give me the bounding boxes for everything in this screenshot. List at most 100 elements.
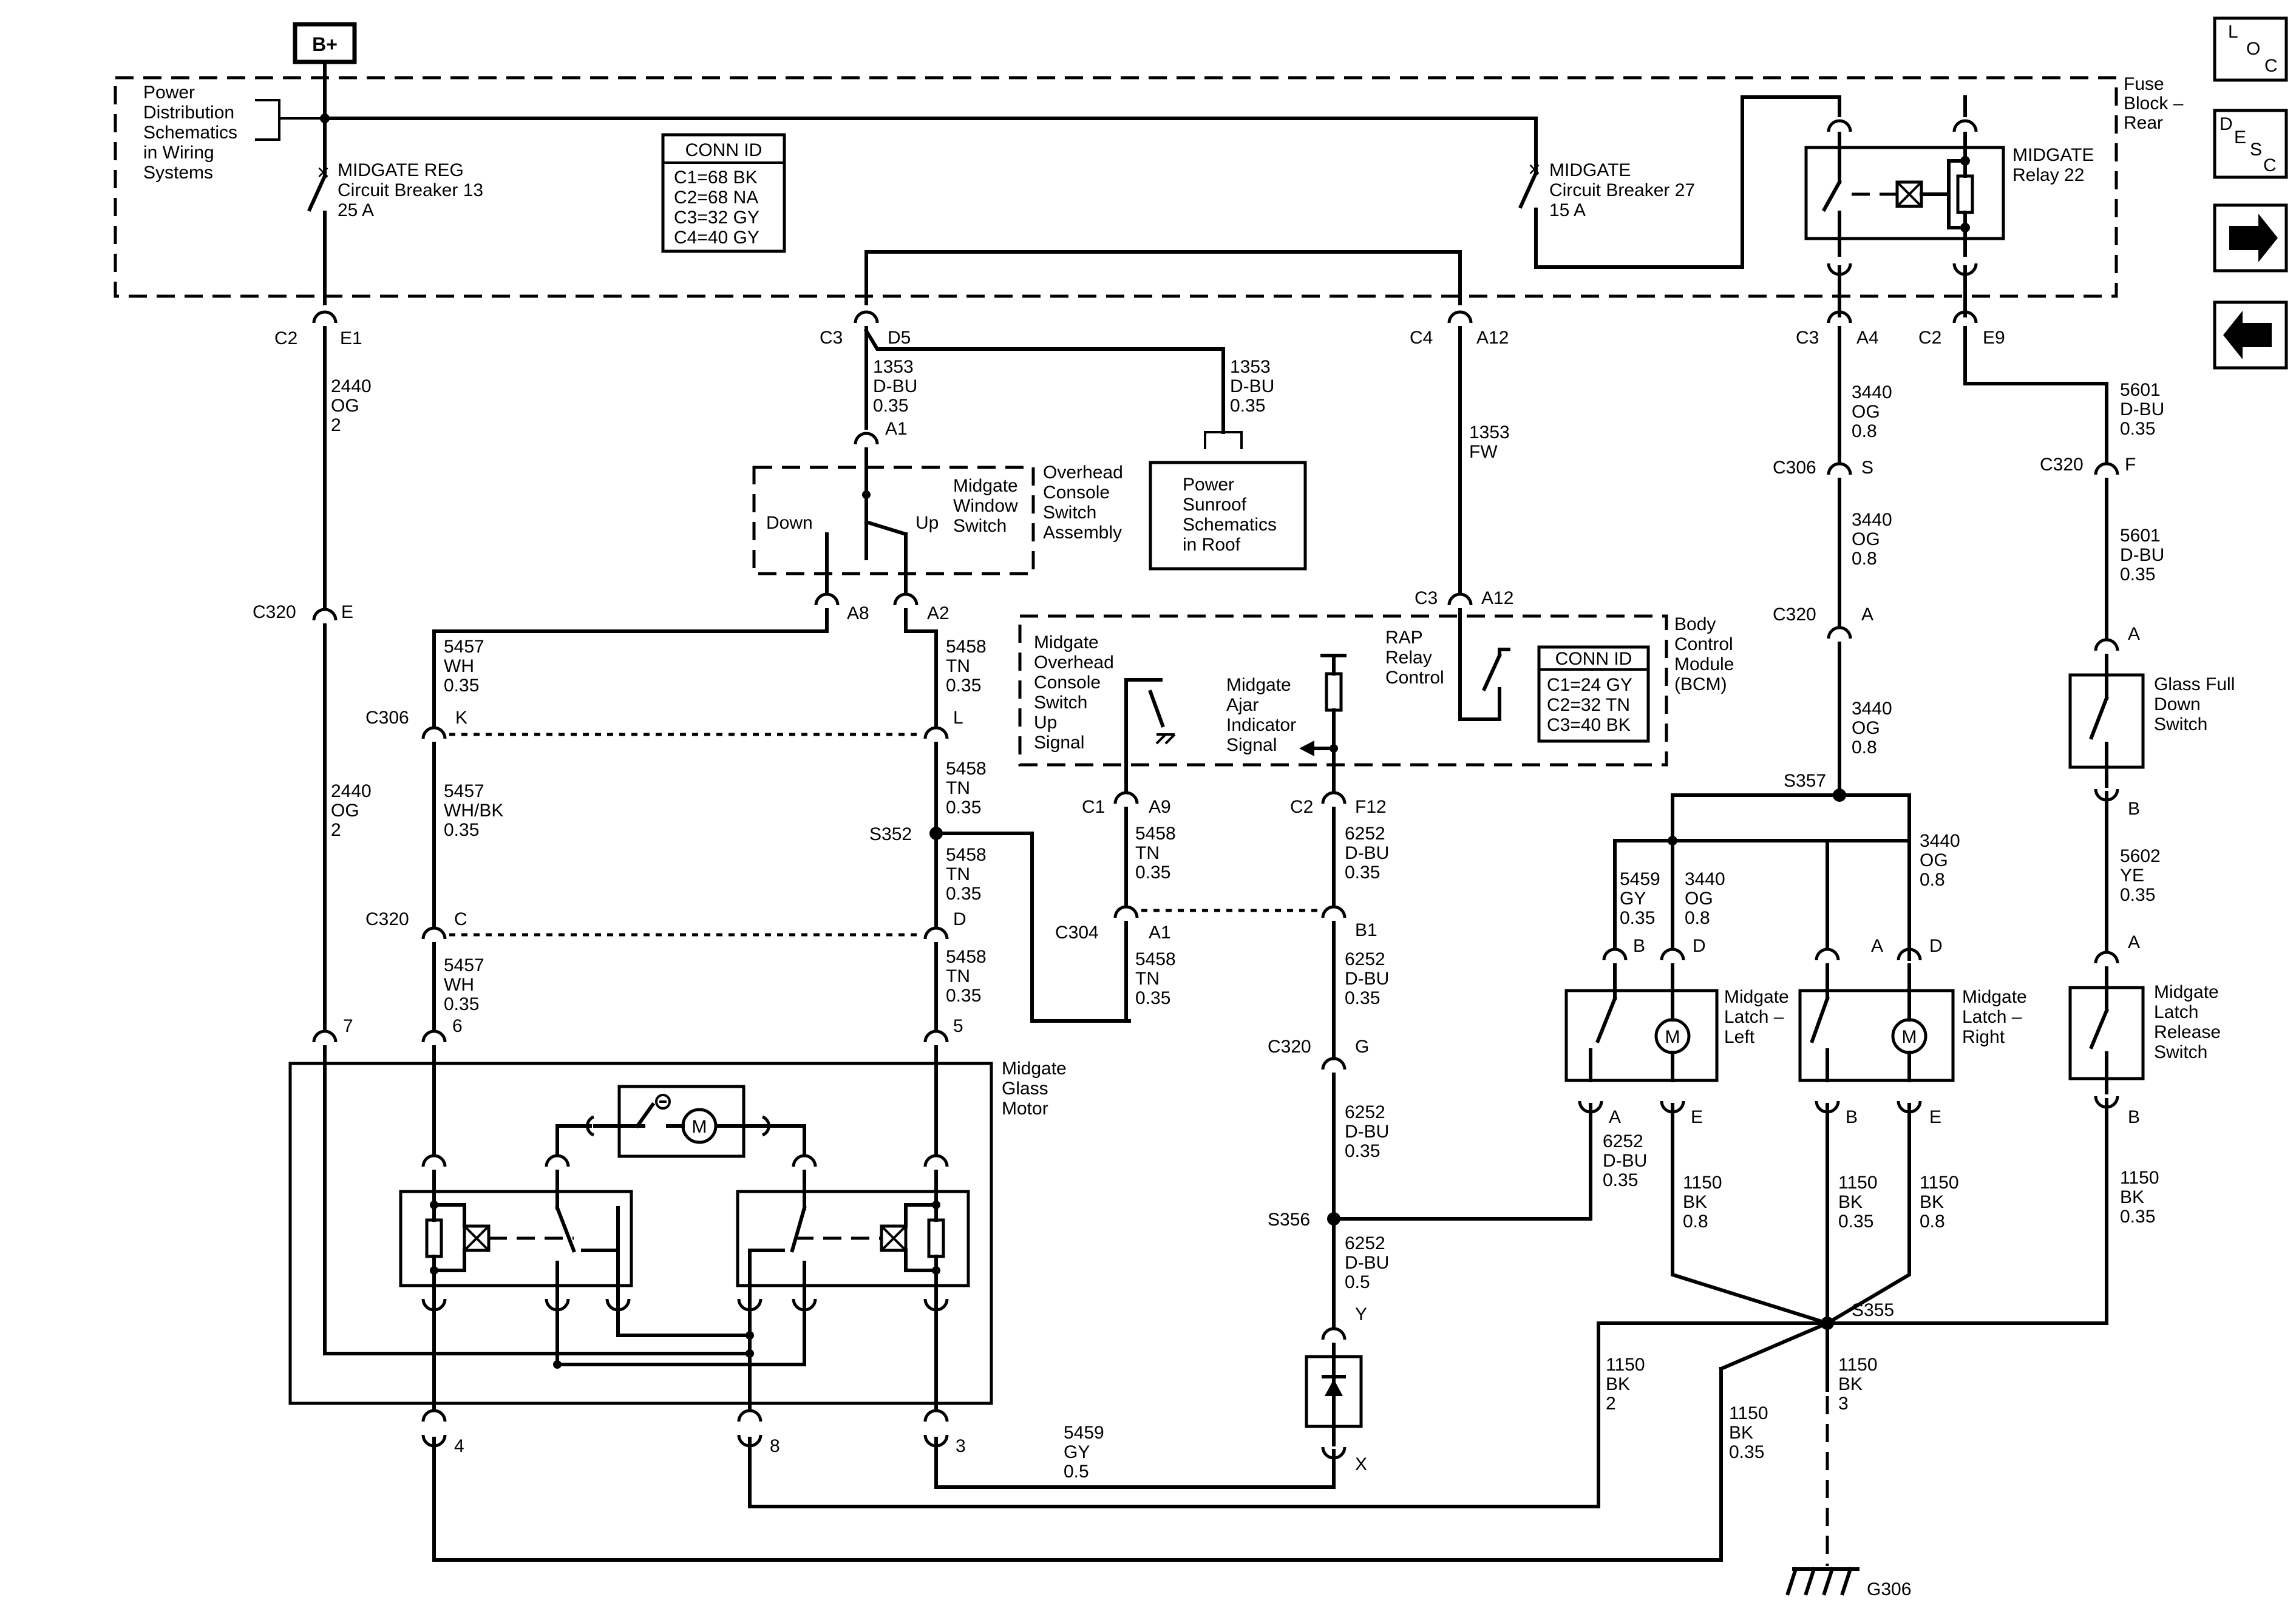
- svg-text:L: L: [953, 708, 963, 728]
- svg-text:D: D: [953, 909, 966, 929]
- svg-text:C3: C3: [1796, 328, 1819, 348]
- svg-text:Midgate Ajar Indic: Midgate Ajar Indicator Signal: [1226, 675, 1301, 755]
- back-arrow-icon[interactable]: [2213, 300, 2288, 370]
- svg-text:C2=68 NA: C2=68 NA: [674, 188, 758, 208]
- wire-1150-2: 1150 BK 2: [1606, 1355, 1650, 1414]
- wire-2440-top: 2440 OG 2: [331, 376, 376, 435]
- wire-1353-fw: 1353 FW: [1469, 422, 1515, 462]
- svg-text:A1: A1: [1149, 923, 1171, 943]
- svg-text:O: O: [2246, 39, 2260, 59]
- wire-1150-sw: 1150 BK 0.35: [2120, 1168, 2164, 1227]
- svg-text:Overhead Console S: Overhead Console Switch Assembly: [1043, 463, 1128, 543]
- svg-text:8: 8: [770, 1436, 780, 1456]
- svg-text:E9: E9: [1983, 328, 2005, 348]
- svg-text:CONN ID: CONN ID: [685, 140, 763, 160]
- svg-text:C3: C3: [820, 328, 843, 348]
- svg-text:C3=32 GY: C3=32 GY: [674, 208, 759, 228]
- wire-5458-1: 5458 TN 0.35: [946, 637, 991, 696]
- wire-1150-lrb: 1150 BK 0.35: [1838, 1173, 1883, 1232]
- desc-button[interactable]: D E S C: [2213, 109, 2288, 179]
- svg-text:×: ×: [1528, 157, 1541, 181]
- svg-text:A9: A9: [1149, 797, 1171, 817]
- svg-text:Power Sunroof Sche: Power Sunroof Schematics in Roof: [1183, 475, 1282, 555]
- svg-text:B: B: [1633, 936, 1645, 956]
- svg-text:×: ×: [317, 160, 330, 185]
- wire-2440-bottom: 2440 OG 2: [331, 781, 376, 840]
- body-control-module: Body Control Module (BCM) Midgate Overhe…: [1018, 608, 1734, 794]
- svg-text:Midgate Overhead C: Midgate Overhead Console Switch Up Signa…: [1034, 632, 1119, 753]
- wire-5601-2: 5601 D-BU 0.35: [2120, 526, 2170, 585]
- wire-6252-1: 6252 D-BU 0.35: [1345, 824, 1394, 883]
- svg-text:C4: C4: [1410, 328, 1433, 348]
- wire-5459-latch: 5459 GY 0.35: [1620, 869, 1665, 928]
- svg-text:C1=68 BK: C1=68 BK: [674, 168, 758, 188]
- svg-text:A4: A4: [1856, 328, 1879, 348]
- midgate-relay-22: MIDGATE Relay 22: [1804, 95, 2094, 317]
- svg-text:S352: S352: [869, 824, 912, 844]
- svg-text:E: E: [1929, 1107, 1941, 1127]
- svg-text:B1: B1: [1355, 920, 1377, 940]
- svg-text:D: D: [1693, 936, 1706, 956]
- wire-3440-2: 3440 OG 0.8: [1852, 510, 1897, 569]
- wire-1150-035: 1150 BK 0.35: [1729, 1403, 1773, 1462]
- loc-button[interactable]: L O C: [2213, 16, 2288, 82]
- wire-3440-3: 3440 OG 0.8: [1852, 699, 1897, 758]
- svg-text:C320: C320: [1773, 605, 1816, 625]
- svg-text:B: B: [1846, 1107, 1858, 1127]
- svg-text:A: A: [1871, 936, 1883, 956]
- midgate-reg-breaker-13: MIDGATE REG Circuit Breaker 13 25 A: [338, 160, 488, 220]
- midgate-latch-right: M Midgate Latch – Right: [1798, 963, 2032, 1082]
- svg-text:K: K: [455, 708, 467, 728]
- svg-text:M: M: [1902, 1027, 1917, 1047]
- svg-text:A: A: [2128, 624, 2140, 644]
- svg-text:E: E: [2234, 127, 2246, 147]
- glass-full-down-switch: Glass Full Down Switch: [2068, 654, 2235, 788]
- svg-text:M: M: [1665, 1027, 1680, 1047]
- svg-text:4: 4: [454, 1436, 464, 1456]
- svg-text:X: X: [1355, 1454, 1367, 1474]
- svg-text:RAP Relay Control: RAP Relay Control: [1385, 628, 1444, 688]
- wire-5601-1: 5601 D-BU 0.35: [2120, 380, 2170, 439]
- svg-text:C320: C320: [1268, 1037, 1311, 1057]
- svg-text:C2: C2: [1290, 797, 1313, 817]
- svg-text:A12: A12: [1476, 328, 1509, 348]
- svg-text:C306: C306: [365, 708, 409, 728]
- wire-5457-bottom: 5457 WH 0.35: [444, 955, 489, 1014]
- svg-text:S356: S356: [1268, 1210, 1310, 1230]
- svg-text:7: 7: [343, 1016, 353, 1036]
- svg-text:C1: C1: [1082, 797, 1105, 817]
- wire-5458-3: 5458 TN 0.35: [946, 845, 991, 904]
- battery-terminal: B+: [293, 22, 357, 64]
- svg-text:D5: D5: [888, 328, 911, 348]
- wire-3440-l: 3440 OG 0.8: [1685, 869, 1730, 928]
- svg-text:A: A: [1861, 605, 1873, 625]
- wire-6252-2: 6252 D-BU 0.35: [1345, 949, 1394, 1008]
- svg-text:C306: C306: [1773, 458, 1816, 478]
- midgate-ajar-diode-switch: [1305, 1343, 1363, 1446]
- forward-arrow-icon[interactable]: [2213, 203, 2288, 273]
- wire-1150-ll: 1150 BK 0.8: [1683, 1173, 1727, 1232]
- svg-text:E: E: [1691, 1107, 1703, 1127]
- svg-text:C320: C320: [253, 602, 296, 622]
- svg-text:C1=24 GY: C1=24 GY: [1547, 675, 1632, 695]
- wire-1353-left: 1353 D-BU 0.35: [873, 357, 923, 416]
- power-sunroof-reference: Power Sunroof Schematics in Roof: [1149, 461, 1307, 571]
- svg-text:A2: A2: [927, 603, 949, 623]
- wire-1150-3: 1150 BK 3: [1838, 1355, 1883, 1414]
- midgate-latch-release-switch: Midgate Latch Release Switch: [2068, 966, 2221, 1094]
- svg-text:B: B: [2128, 799, 2140, 819]
- svg-text:S: S: [1861, 458, 1873, 478]
- wire-5602: 5602 YE 0.35: [2120, 846, 2165, 905]
- wire-6252-3: 6252 D-BU 0.35: [1345, 1102, 1394, 1161]
- wire-5458-c304: 5458 TN 0.35: [1135, 949, 1181, 1008]
- wire-3440-r: 3440 OG 0.8: [1920, 831, 1965, 890]
- svg-text:Midgate Latch – Ri: Midgate Latch – Right: [1962, 987, 2032, 1047]
- svg-text:S357: S357: [1784, 771, 1826, 791]
- wire-5458-4: 5458 TN 0.35: [946, 947, 991, 1006]
- svg-text:G: G: [1355, 1037, 1369, 1057]
- svg-text:F12: F12: [1355, 797, 1387, 817]
- svg-text:C320: C320: [365, 909, 409, 929]
- svg-text:3: 3: [956, 1436, 966, 1456]
- svg-text:F: F: [2125, 455, 2136, 475]
